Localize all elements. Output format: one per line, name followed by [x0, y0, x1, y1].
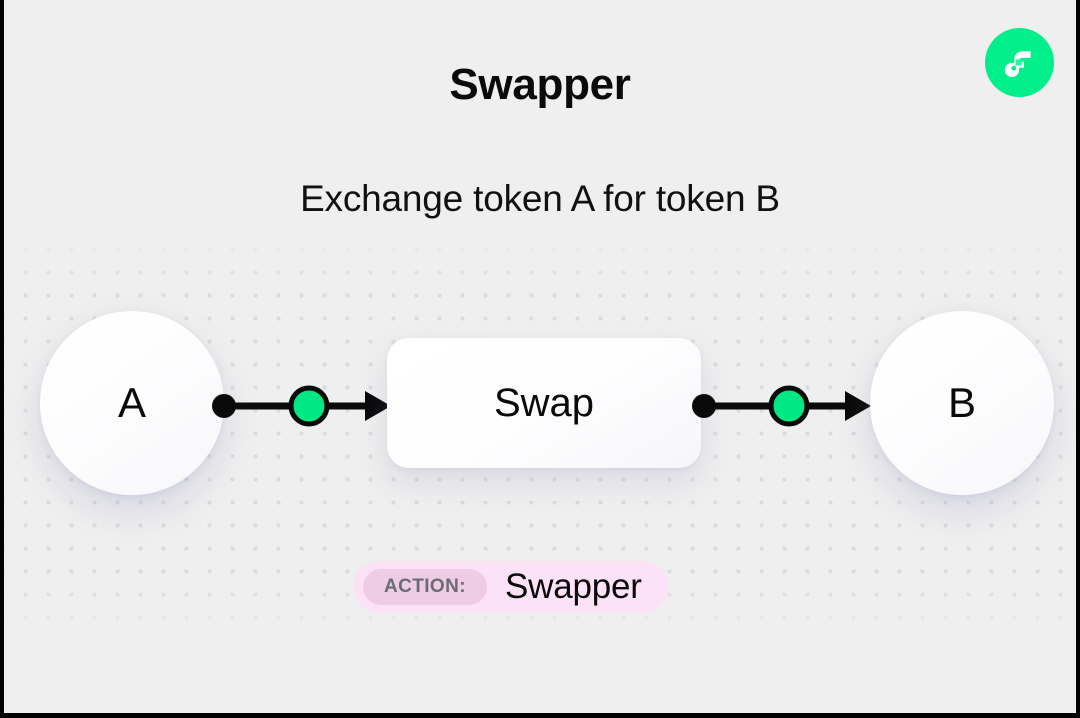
diagram-canvas: Swapper Exchange token A for token B A: [4, 0, 1076, 713]
action-badge-value: Swapper: [504, 567, 642, 606]
node-token-b-label: B: [947, 379, 976, 426]
edge-swap-to-b: [689, 383, 875, 429]
node-token-a-label: A: [117, 379, 146, 426]
edge-source-dot: [212, 394, 236, 418]
action-badge-label: ACTION:: [363, 569, 487, 605]
edge-a-to-swap: [209, 383, 395, 429]
node-token-a[interactable]: A: [40, 311, 224, 495]
node-swap[interactable]: Swap: [387, 338, 701, 468]
edge-midpoint-node: [288, 385, 330, 427]
node-swap-label: Swap: [493, 380, 595, 425]
node-token-b[interactable]: B: [870, 311, 1054, 495]
edge-midpoint-node: [768, 385, 810, 427]
page-title: Swapper: [449, 60, 631, 109]
page-subtitle: Exchange token A for token B: [300, 178, 780, 219]
action-badge: ACTION: Swapper: [353, 561, 668, 613]
edge-source-dot: [692, 394, 716, 418]
flow-logo-icon: [985, 28, 1054, 97]
